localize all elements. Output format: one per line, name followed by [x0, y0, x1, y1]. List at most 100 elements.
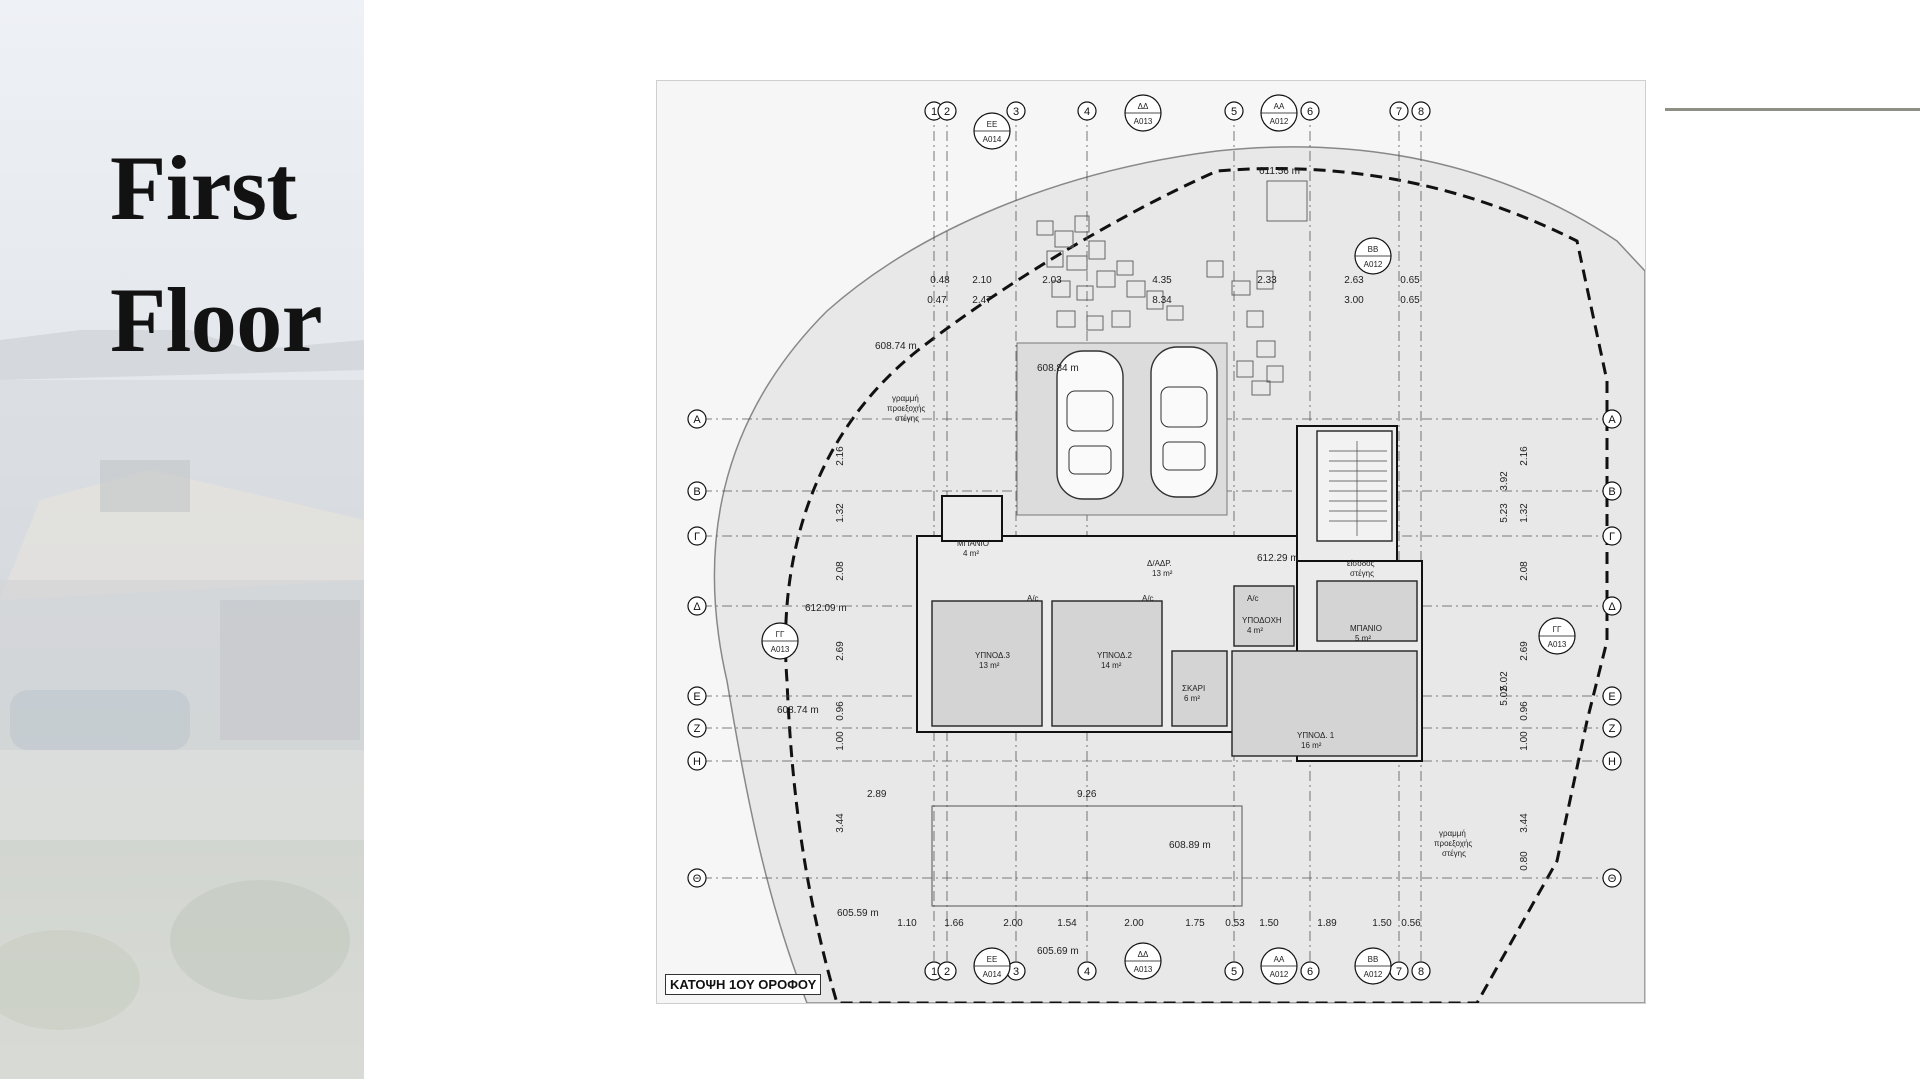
grid-column-bubble: 5	[1224, 961, 1244, 981]
room-bed1-name: ΥΠΝΟΔ. 1	[1297, 731, 1335, 740]
grid-column-bubble: 2	[937, 101, 957, 121]
section-marker-ref: A013	[771, 645, 790, 654]
grid-row-label: Ζ	[1609, 723, 1616, 735]
grid-row-label: Η	[1608, 756, 1616, 768]
title-line-2: Floor	[110, 269, 323, 371]
dimension-value: 2.03	[1042, 275, 1062, 286]
section-marker-ref: A014	[983, 970, 1002, 979]
plan-caption: ΚΑΤΟΨΗ 1ΟΥ ΟΡΟΦΟΥ	[665, 974, 822, 995]
ac-unit-1: A/c	[1027, 594, 1039, 603]
section-marker-ref: A013	[1548, 640, 1567, 649]
note-b-1: γραμμή	[1439, 829, 1466, 838]
grid-column-bubble: 7	[1389, 101, 1409, 121]
dimension-value: 4.35	[1152, 275, 1172, 286]
grid-column-label: 6	[1307, 106, 1313, 118]
section-marker-ref: A012	[1270, 117, 1289, 126]
grid-column-bubble: 3	[1006, 101, 1026, 121]
dimension-value: 2.00	[1003, 918, 1023, 929]
grid-column-label: 1	[931, 966, 937, 978]
dimension-value: 1.00	[835, 731, 846, 751]
room-bed3-area: 13 m²	[979, 661, 1000, 670]
dimension-value: 8.34	[1152, 295, 1172, 306]
grid-column-bubble: 7	[1389, 961, 1409, 981]
section-marker-label: ΔΔ	[1138, 950, 1149, 959]
ac-unit-3: A/c	[1247, 594, 1259, 603]
section-marker: ΓΓ A013	[761, 622, 799, 660]
grid-column-label: 2	[944, 106, 950, 118]
dimension-value: 3.00	[1344, 295, 1364, 306]
section-marker-label: ΒΒ	[1368, 245, 1379, 254]
dimension-value: 2.08	[835, 561, 846, 581]
terrace	[931, 805, 1243, 907]
room-bed1-area: 16 m²	[1301, 741, 1322, 750]
grid-column-bubble: 4	[1077, 961, 1097, 981]
dimension-value: 5.02	[1499, 686, 1510, 706]
grid-row-label: Δ	[1608, 601, 1616, 613]
room-bath1-area: 4 m²	[963, 549, 979, 558]
section-marker-label: ΑΑ	[1274, 102, 1285, 111]
level-8: 605.59 m	[837, 908, 879, 919]
section-marker-ref: A013	[1134, 965, 1153, 974]
grid-row-label: Η	[693, 756, 701, 768]
dimension-value: 0.48	[930, 275, 950, 286]
sidebar-photo-panel: First Floor	[0, 0, 364, 1079]
grid-row-label: Α	[693, 414, 701, 426]
grid-column-label: 1	[931, 106, 937, 118]
dimension-value: 2.69	[835, 641, 846, 661]
grid-row-label: Θ	[693, 873, 702, 885]
grid-column-label: 7	[1396, 106, 1402, 118]
dimension-value: 2.08	[1519, 561, 1530, 581]
dimension-value: 5.23	[1499, 503, 1510, 523]
room-entrance-name-2: στέγης	[1350, 569, 1374, 578]
dimension-value: 2.16	[1519, 446, 1530, 466]
house-photo-image	[0, 330, 364, 1079]
grid-column-label: 6	[1307, 966, 1313, 978]
title-line-1: First	[110, 137, 297, 239]
dimension-value: 0.65	[1400, 275, 1420, 286]
grid-column-label: 4	[1084, 106, 1090, 118]
level-markers: 611.56 m 608.74 m 608.84 m 612.29 m 612.…	[777, 166, 1300, 957]
level-4: 612.29 m	[1257, 553, 1299, 564]
grid-row-bubble: Γ	[687, 526, 707, 546]
dimension-value: 1.89	[1317, 918, 1337, 929]
grid-column-bubble: 1	[924, 101, 944, 121]
level-3: 608.84 m	[1037, 363, 1079, 374]
room-storage-name: ΣΚΑΡΙ	[1182, 684, 1205, 693]
level-7: 608.89 m	[1169, 840, 1211, 851]
dimension-value: 1.10	[897, 918, 917, 929]
grid-row-label: Ζ	[694, 723, 701, 735]
section-marker: ΑΑ A012	[1260, 94, 1298, 132]
room-bed2-name: ΥΠΝΟΔ.2	[1097, 651, 1133, 660]
section-marker-label: ΔΔ	[1138, 102, 1149, 111]
grid-row-bubble: Ε	[1602, 686, 1622, 706]
dimension-value: 0.96	[835, 701, 846, 721]
dimension-value: 0.65	[1400, 295, 1420, 306]
accent-divider-line	[1665, 108, 1920, 111]
level-1: 611.56 m	[1259, 166, 1300, 177]
room-bath2-area: 5 m²	[1355, 634, 1371, 643]
grid-row-bubble: Θ	[687, 868, 707, 888]
section-marker-label: ΓΓ	[776, 630, 785, 639]
dimension-value: 2.63	[1344, 275, 1364, 286]
grid-row-bubble: Ζ	[1602, 718, 1622, 738]
grid-row-label: Δ	[693, 601, 701, 613]
note-a-1: γραμμή	[892, 394, 919, 403]
dimension-value: 0.53	[1225, 918, 1245, 929]
level-6: 608.74 m	[777, 705, 819, 716]
room-recv-area: 4 m²	[1247, 626, 1263, 635]
grid-column-label: 3	[1013, 106, 1019, 118]
grid-column-label: 8	[1418, 966, 1424, 978]
dimension-value: 1.75	[1185, 918, 1205, 929]
grid-row-bubble: Ε	[687, 686, 707, 706]
grid-row-label: Ε	[1608, 691, 1615, 703]
grid-column-label: 5	[1231, 966, 1237, 978]
grid-row-label: Γ	[1609, 531, 1615, 543]
dimension-value: 2.16	[835, 446, 846, 466]
grid-column-bubble: 1	[924, 961, 944, 981]
grid-row-label: Β	[693, 486, 700, 498]
paving-stones	[1036, 180, 1308, 396]
grid-row-bubble: Α	[1602, 409, 1622, 429]
section-marker-label: ΕΕ	[987, 120, 998, 129]
grid-column-label: 8	[1418, 106, 1424, 118]
